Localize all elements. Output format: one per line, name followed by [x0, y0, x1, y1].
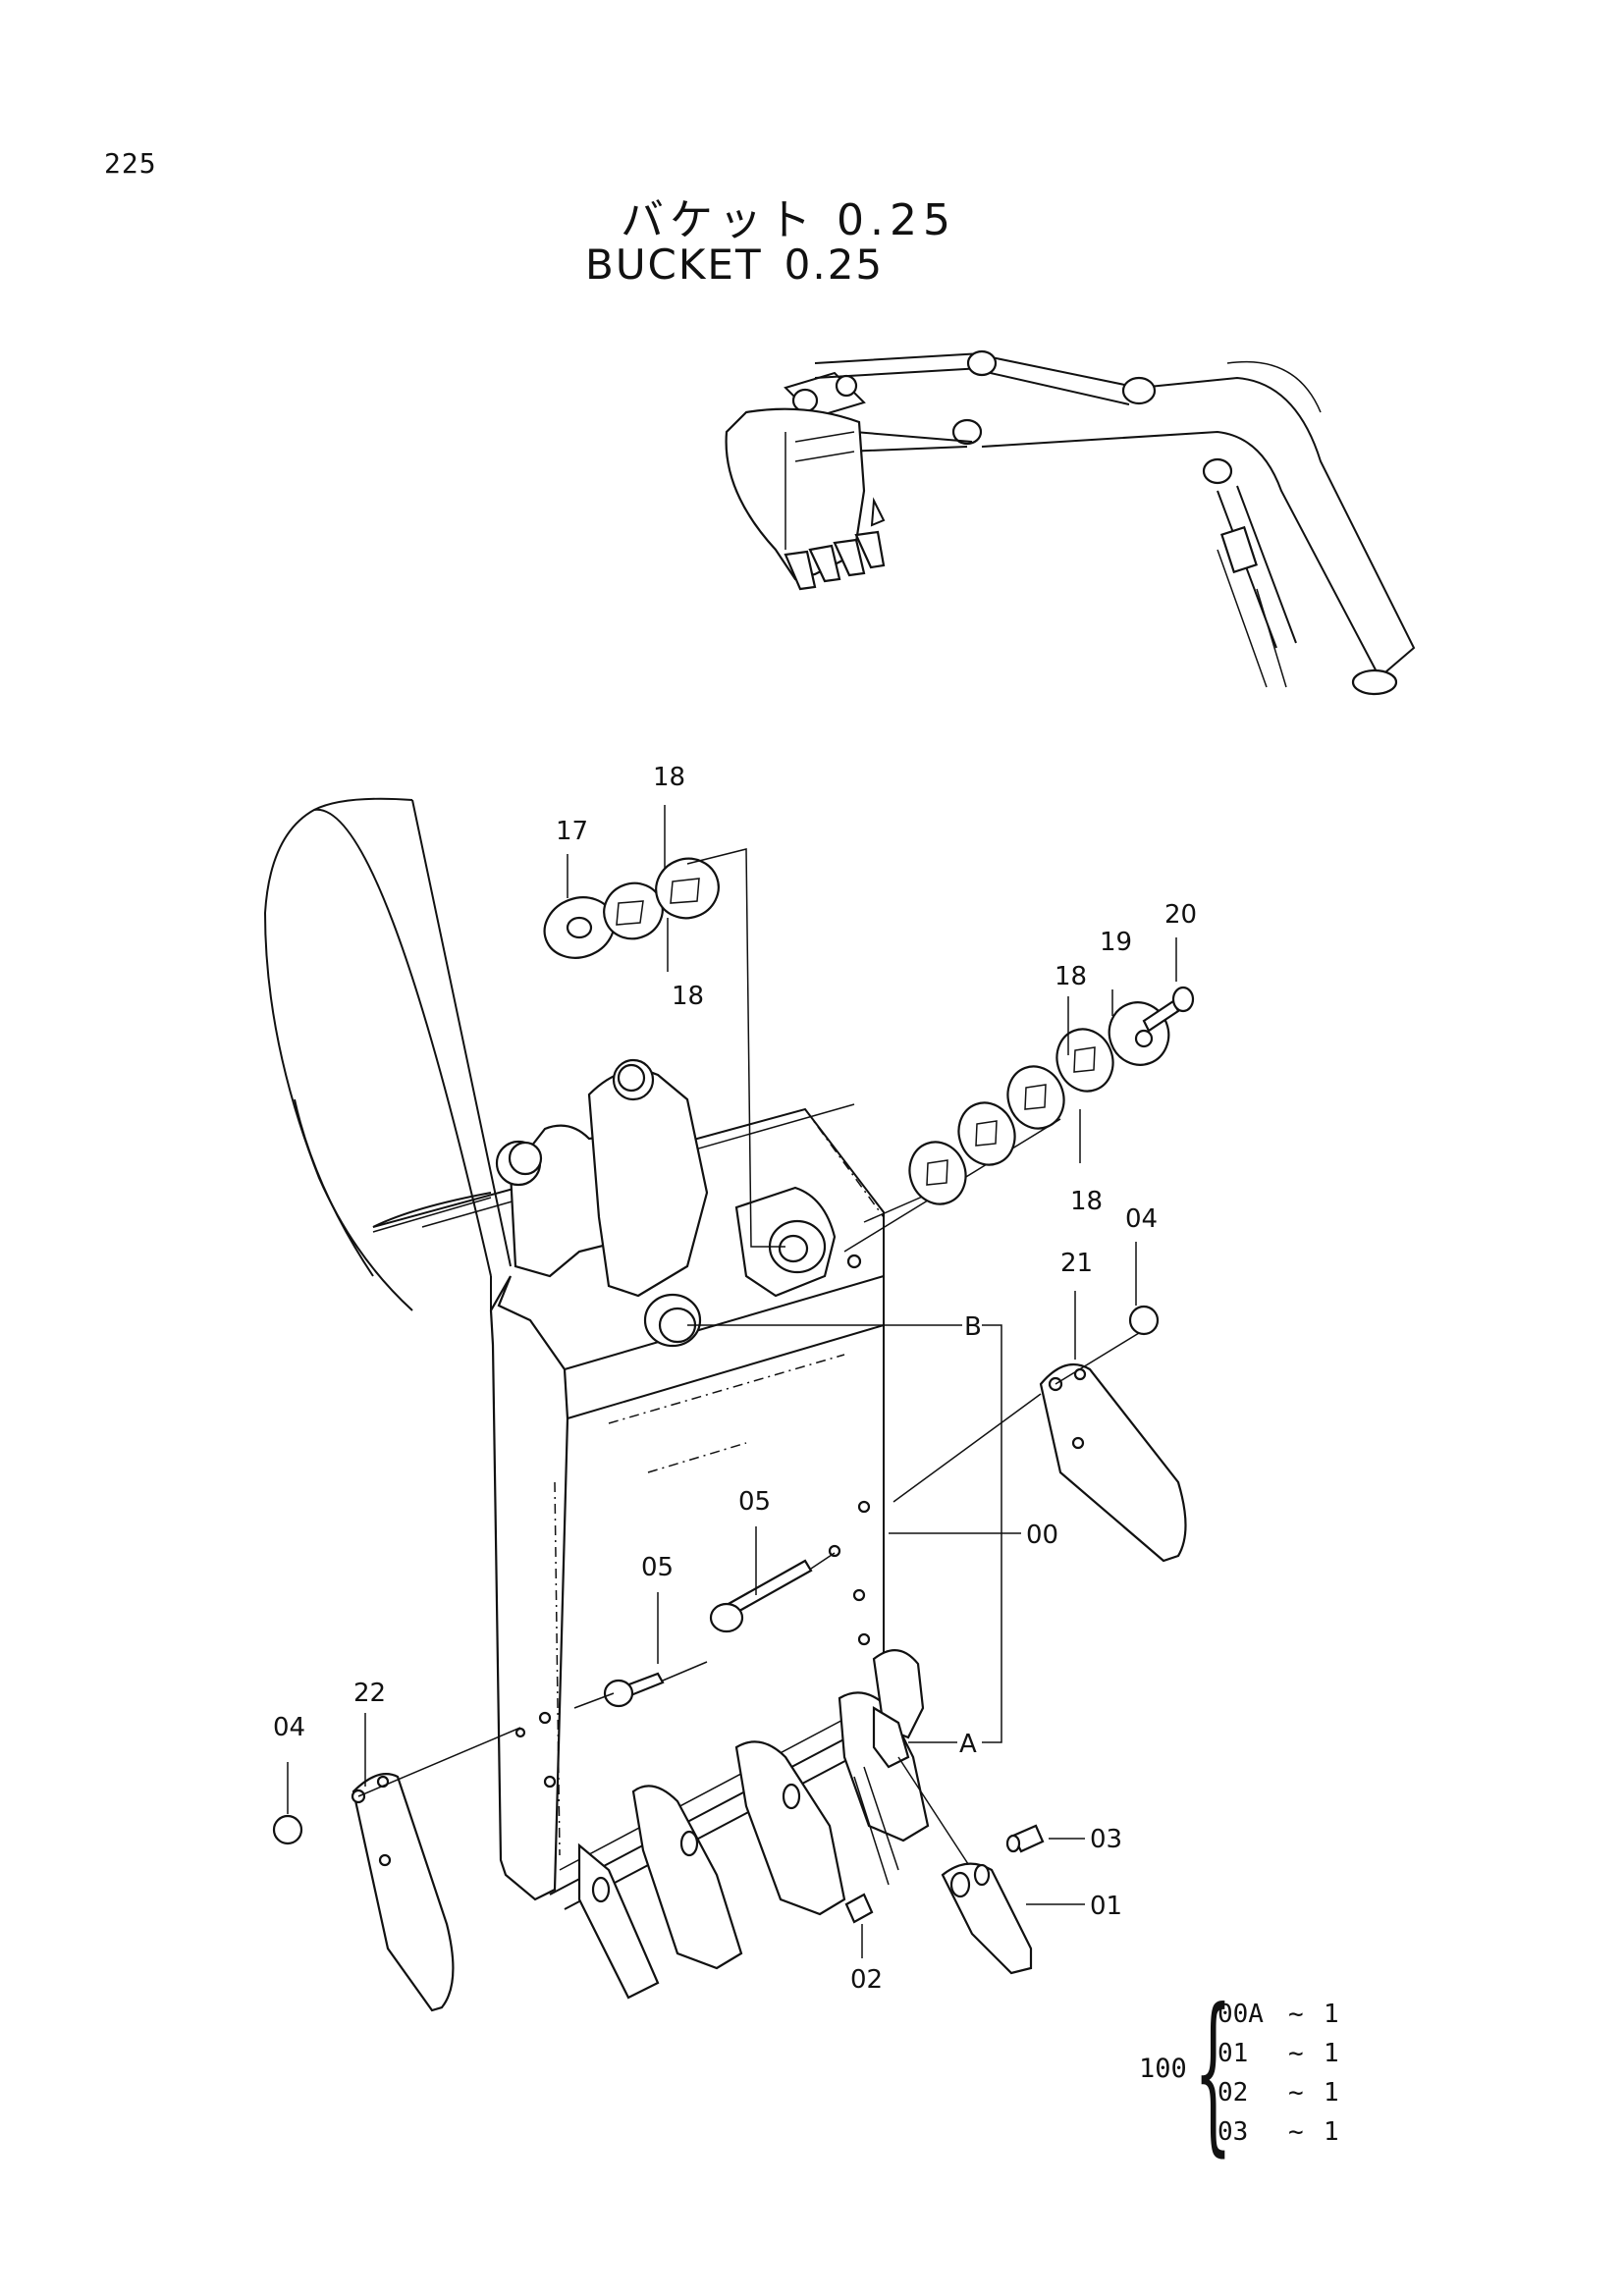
kit-row: 01 ~1 [1217, 2034, 1339, 2073]
label-18-right: 18 [1055, 962, 1087, 991]
kit-brace: { [1194, 1973, 1232, 2172]
label-00: 00 [1026, 1521, 1058, 1550]
kit-row-qty: 1 [1324, 2039, 1339, 2068]
page-title-japanese: バケット 0.25 [621, 195, 956, 245]
side-cutter-left [272, 1727, 521, 2012]
label-20: 20 [1164, 900, 1197, 930]
label-A: A [959, 1730, 977, 1759]
tooth-assembly-exploded [844, 1706, 1045, 1975]
page-title-english: BUCKET 0.25 [585, 240, 884, 289]
bucket-body [263, 797, 909, 1910]
pin-spacer-group-right [843, 986, 1195, 1253]
kit-row-qty: 1 [1324, 2000, 1339, 2029]
bucket-teeth [577, 1649, 930, 2000]
kit-row-sep: ~ [1288, 2117, 1304, 2147]
label-B: B [964, 1312, 982, 1342]
kit-row-code: 02 [1217, 2078, 1249, 2108]
kit-row: 02 ~1 [1217, 2073, 1339, 2112]
kit-row-sep: ~ [1288, 2039, 1304, 2068]
part-labels: 18 17 18 20 19 18 18 04 21 B 05 00 05 22… [273, 763, 1197, 1995]
kit-row-code: 03 [1217, 2117, 1249, 2147]
label-21: 21 [1060, 1249, 1093, 1278]
kit-row-sep: ~ [1288, 2000, 1304, 2029]
label-18-lower: 18 [672, 982, 704, 1011]
kit-row-sep: ~ [1288, 2078, 1304, 2108]
pin-spacer-group-upper [543, 848, 785, 1248]
label-04-left: 04 [273, 1713, 305, 1742]
label-05-upper: 05 [738, 1487, 771, 1517]
label-18-right-lower: 18 [1070, 1187, 1103, 1216]
kit-row-code: 00A [1217, 2000, 1264, 2029]
kit-row: 03 ~1 [1217, 2112, 1339, 2152]
label-02: 02 [850, 1965, 883, 1995]
label-17: 17 [556, 817, 588, 846]
kit-row-code: 01 [1217, 2039, 1249, 2068]
label-03: 03 [1090, 1825, 1122, 1854]
title-english-word: BUCKET [585, 240, 763, 289]
kit-row: 00A ~1 [1217, 1995, 1339, 2034]
label-22: 22 [353, 1679, 386, 1708]
kit-number: 100 [1139, 2054, 1187, 2084]
bucket-bolts [573, 1552, 836, 1709]
label-05-lower: 05 [641, 1553, 674, 1582]
kit-contents: 00A ~1 01 ~1 02 ~1 03 ~1 [1217, 1995, 1339, 2152]
side-cutter-right [893, 1305, 1187, 1563]
label-19: 19 [1100, 928, 1132, 957]
label-18-top: 18 [653, 763, 685, 792]
title-english-size: 0.25 [784, 240, 885, 289]
page-number: 225 [104, 147, 157, 180]
excavator-arm-overview [725, 349, 1416, 696]
leader-lines [287, 805, 1177, 1958]
label-04-right: 04 [1125, 1204, 1158, 1234]
kit-row-qty: 1 [1324, 2078, 1339, 2108]
kit-row-qty: 1 [1324, 2117, 1339, 2147]
label-01: 01 [1090, 1892, 1122, 1921]
